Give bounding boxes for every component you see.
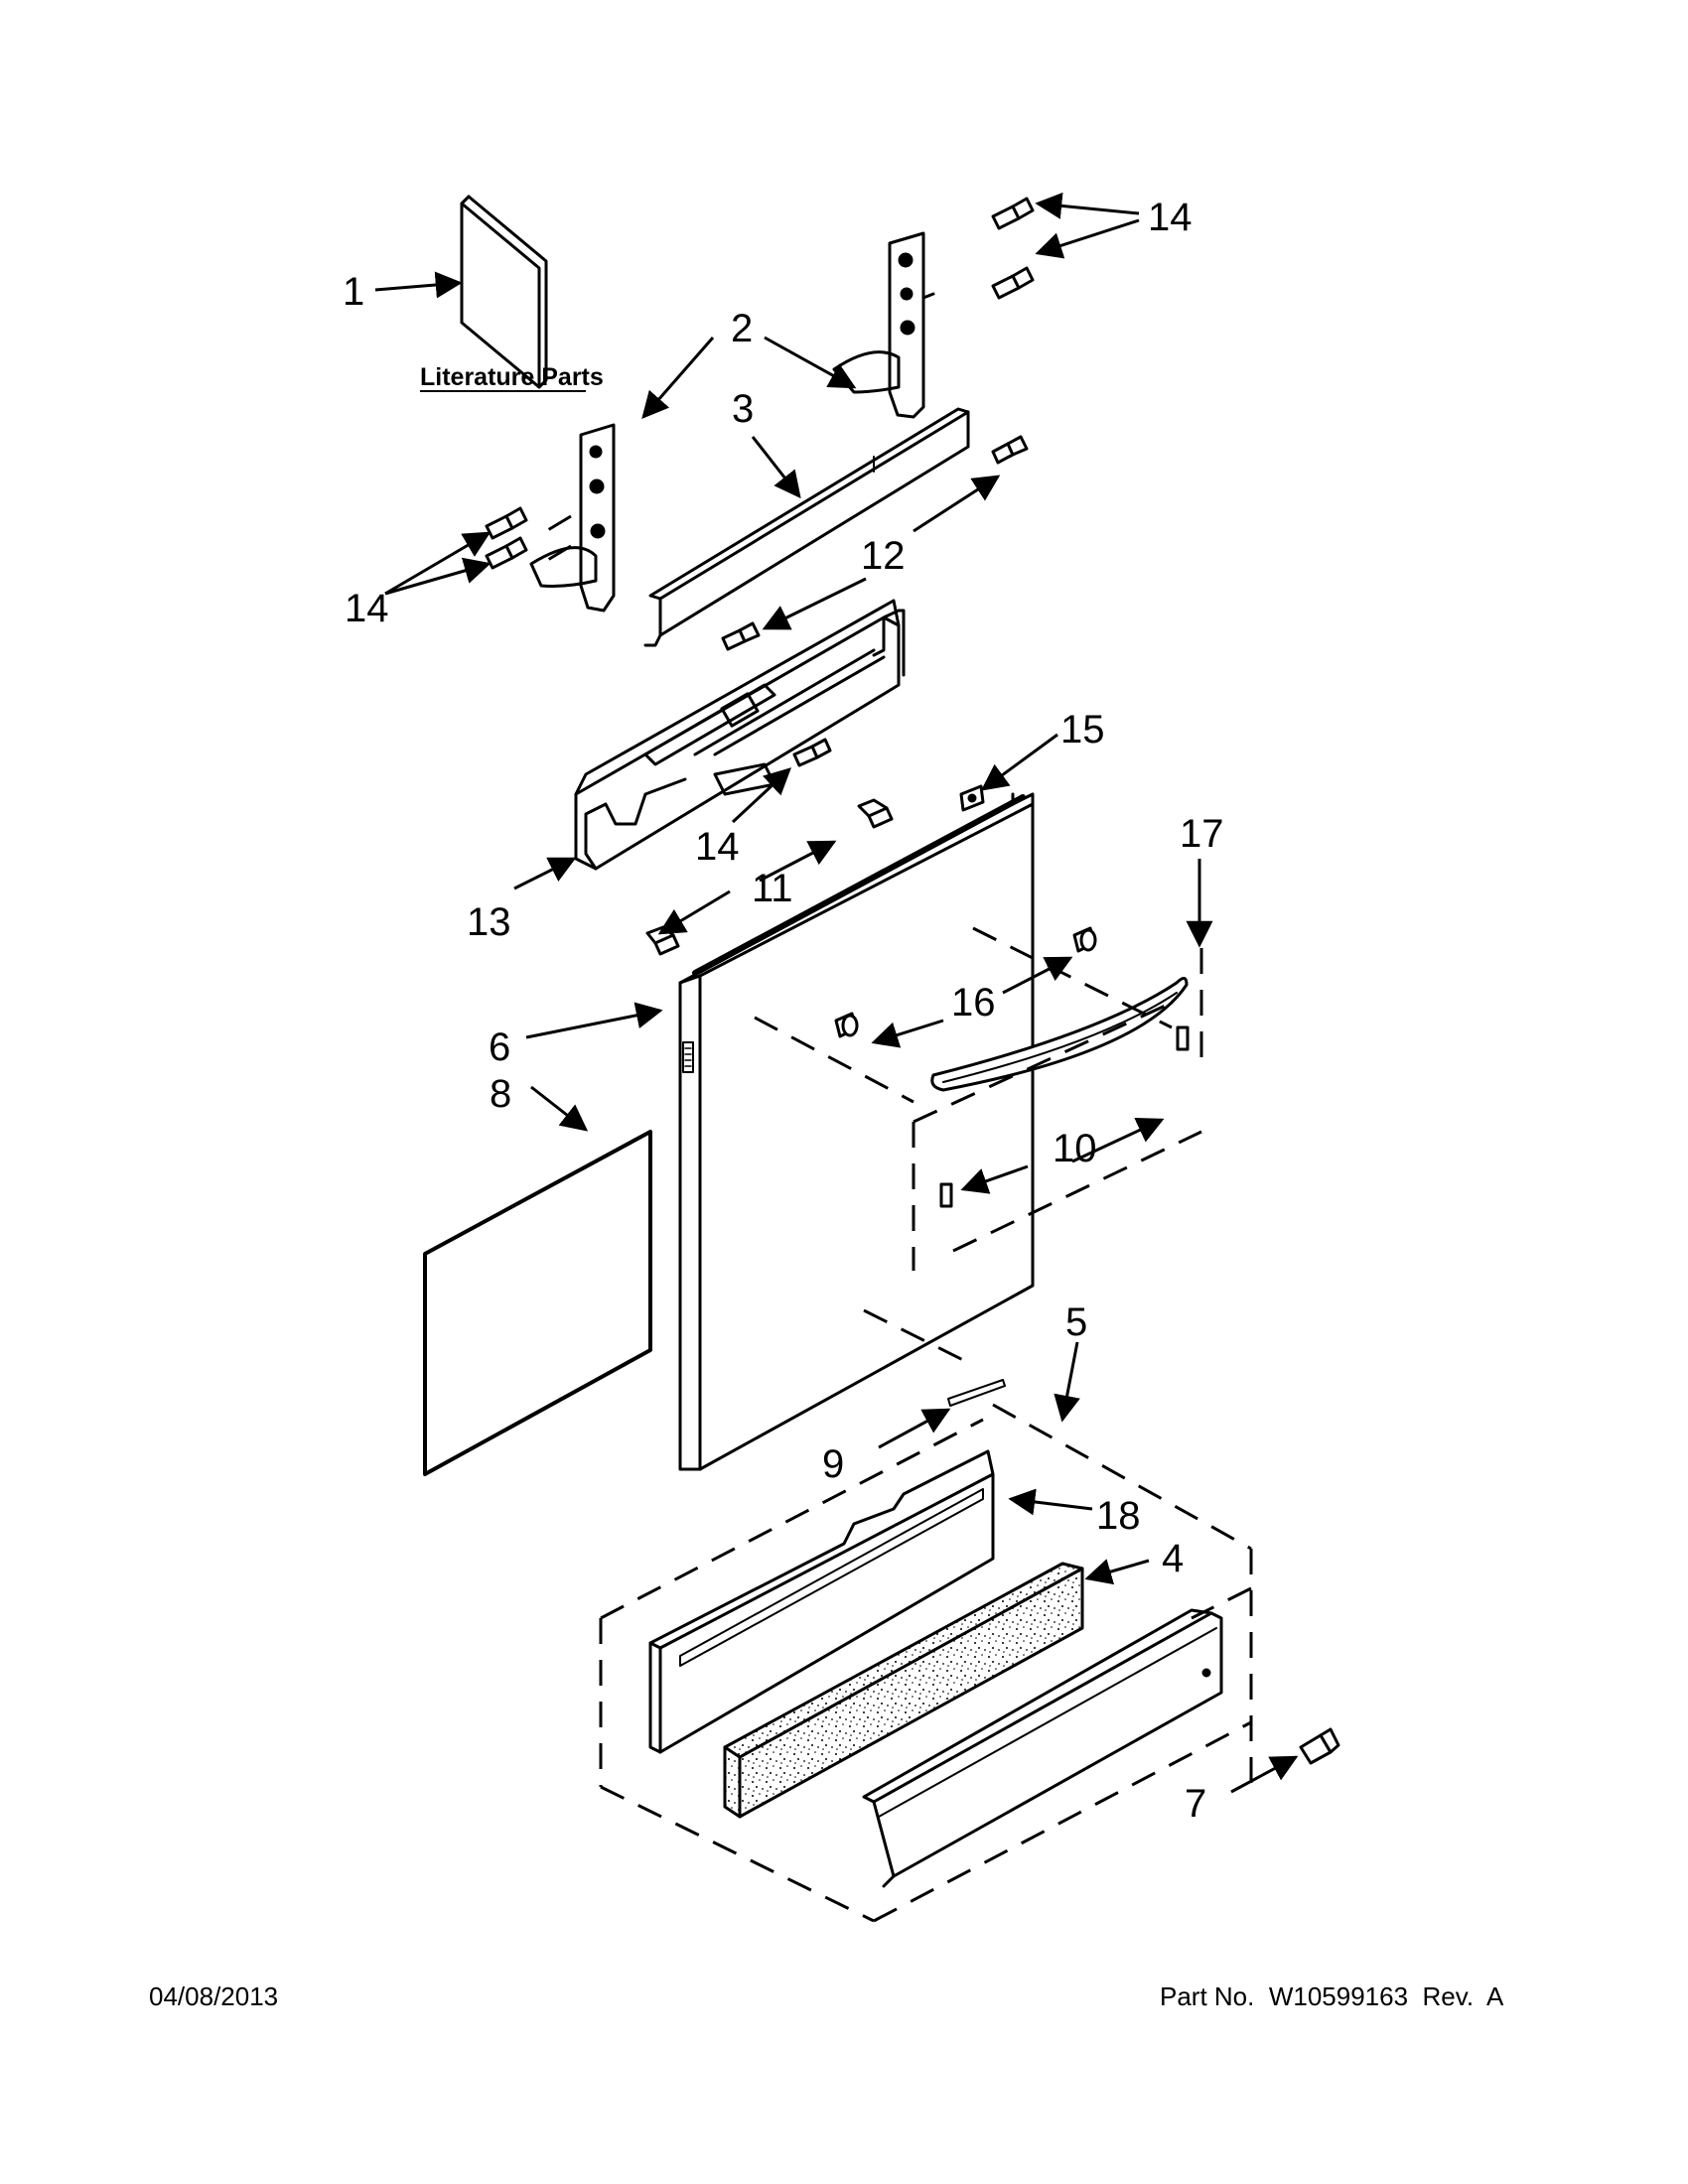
- lower-access-panel: [648, 1449, 995, 1754]
- screw: [991, 197, 1035, 230]
- revision: Rev. A: [1422, 1981, 1504, 2011]
- top-trim-strip: [643, 407, 970, 647]
- callout-14-top: 14: [1148, 196, 1193, 239]
- part-number: W10599163: [1268, 1981, 1409, 2011]
- brand-badge: [947, 1379, 1006, 1407]
- literature-parts-label: Literature Parts: [420, 363, 604, 391]
- callout-18: 18: [1096, 1494, 1141, 1538]
- clip-15: [959, 784, 985, 812]
- screw: [485, 506, 528, 540]
- callout-1: 1: [343, 270, 364, 314]
- callout-10: 10: [1053, 1127, 1097, 1170]
- callout-13: 13: [467, 900, 511, 944]
- leader-arrows: [374, 192, 1299, 1794]
- callout-4: 4: [1162, 1537, 1184, 1580]
- callout-11: 11: [752, 867, 793, 910]
- callout-8: 8: [490, 1072, 511, 1116]
- literature-booklet: [460, 195, 548, 389]
- callout-2: 2: [731, 307, 753, 350]
- screw: [792, 738, 832, 767]
- set-screw: [939, 1182, 953, 1208]
- callout-15: 15: [1060, 708, 1105, 751]
- foam-block: [723, 1562, 1084, 1819]
- callout-5: 5: [1065, 1300, 1087, 1344]
- callout-14-left: 14: [345, 587, 389, 630]
- callout-14-middle: 14: [695, 825, 740, 869]
- door-handle: [930, 977, 1189, 1092]
- callout-3: 3: [732, 387, 754, 431]
- callout-7: 7: [1185, 1782, 1206, 1826]
- screw: [991, 266, 1035, 300]
- door-panel: [678, 792, 1035, 1471]
- screw: [991, 435, 1029, 465]
- door-hinge-bracket-left: [529, 423, 616, 613]
- standoff: [834, 1012, 859, 1038]
- set-screw: [1176, 1025, 1190, 1051]
- callout-9: 9: [822, 1442, 844, 1486]
- callout-17: 17: [1180, 812, 1224, 856]
- standoff: [1072, 926, 1097, 953]
- part-prefix: Part No.: [1160, 1981, 1255, 2011]
- screw: [857, 798, 894, 829]
- door-hinge-bracket-right: [832, 231, 935, 419]
- footer-date: 04/08/2013: [149, 1981, 279, 2011]
- kick-plate-screw: [1299, 1727, 1340, 1765]
- screw: [721, 621, 761, 651]
- control-panel-module: [574, 599, 906, 871]
- screw: [485, 536, 528, 570]
- footer-part-info: Part No. W10599163 Rev. A: [1160, 1981, 1503, 2012]
- callout-12: 12: [861, 534, 906, 578]
- callout-16: 16: [951, 981, 996, 1024]
- assembly-guide-lines: [545, 514, 1253, 1923]
- inner-panel-8: [423, 1130, 652, 1476]
- callout-6: 6: [489, 1025, 510, 1069]
